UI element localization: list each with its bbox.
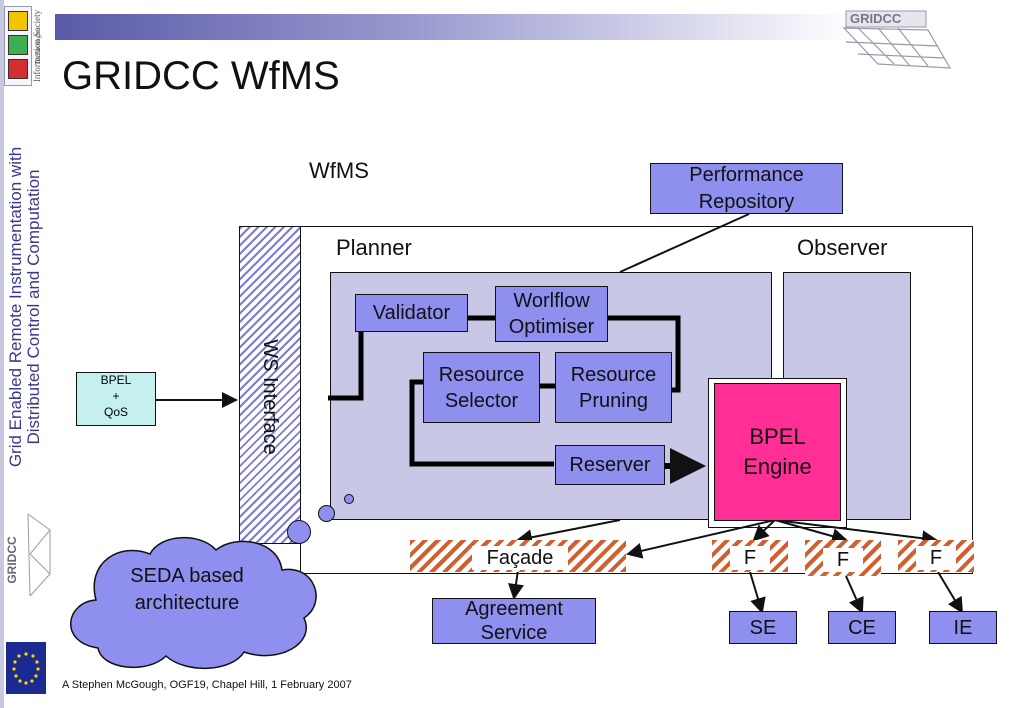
f2-to-ce-arrow [845,575,864,614]
reserver-box: Reserver [555,445,665,485]
ist-square-3 [8,59,28,79]
side-grid-graphic [27,513,51,597]
sidebar-strip [0,0,4,708]
agreement-service-box: Agreement Service [432,598,596,644]
workflow-path-selector [409,379,554,467]
ist-square-1 [8,11,28,31]
f-box-1-label: F [730,546,770,570]
engine-to-f2-arrow [774,519,848,544]
performance-repository-box: Performance Repository [650,163,843,214]
wfms-label: WfMS [309,158,369,183]
planner-to-facade-arrow [516,519,621,546]
validator-box: Validator [355,294,468,332]
ist-logo [4,6,32,86]
bubble-medium [318,505,335,522]
ce-box: CE [828,611,896,644]
resource-selector-box: Resource Selector [423,352,540,423]
engine-to-f1-arrow [752,519,776,542]
bubble-small [344,494,354,504]
observer-label: Observer [797,235,888,260]
page-title: GRIDCC WfMS [62,54,340,98]
bpel-qos-line-1: BPEL [100,373,132,387]
f1-to-se-arrow [749,571,766,614]
repository-link [619,213,750,273]
ie-box: IE [929,611,997,644]
facade-to-agreement-arrow [508,569,524,600]
gridcc-logo-graphic [842,10,952,69]
header-gradient-bar [55,14,855,40]
ws-interface-bar [239,226,301,544]
f-box-2-label: F [823,548,863,572]
f3-to-ie-arrow [937,571,964,614]
engine-to-facade-arrow [626,519,776,559]
footer-text: A Stephen McGough, OGF19, Chapel Hill, 1… [62,679,352,691]
resource-pruning-box: Resource Pruning [555,352,672,423]
workflow-optimiser-box: Worlflow Optimiser [495,286,608,342]
eu-flag-icon [6,642,46,694]
f-box-3-label: F [916,546,956,570]
bpel-qos-line-3: QoS [103,405,128,419]
bpel-qos-line-2: + [112,389,120,403]
gridcc-logo-text: GRIDCC [850,11,902,26]
planner-label: Planner [336,235,412,260]
bubble-large [287,520,311,544]
bpel-qos-document [76,372,156,426]
seda-cloud-label: SEDA based architecture [130,565,244,614]
gridcc-logo: GRIDCC [838,8,958,70]
engine-to-f3-arrow [774,519,938,547]
ws-interface-label: WS Interface [259,339,281,455]
sidebar: Information Society Technologies Grid En… [0,0,55,708]
bpel-engine-box: BPEL Engine [714,383,841,521]
facade-label: Façade [472,546,568,570]
seda-cloud [70,537,317,669]
ist-square-2 [8,35,28,55]
se-box: SE [729,611,797,644]
